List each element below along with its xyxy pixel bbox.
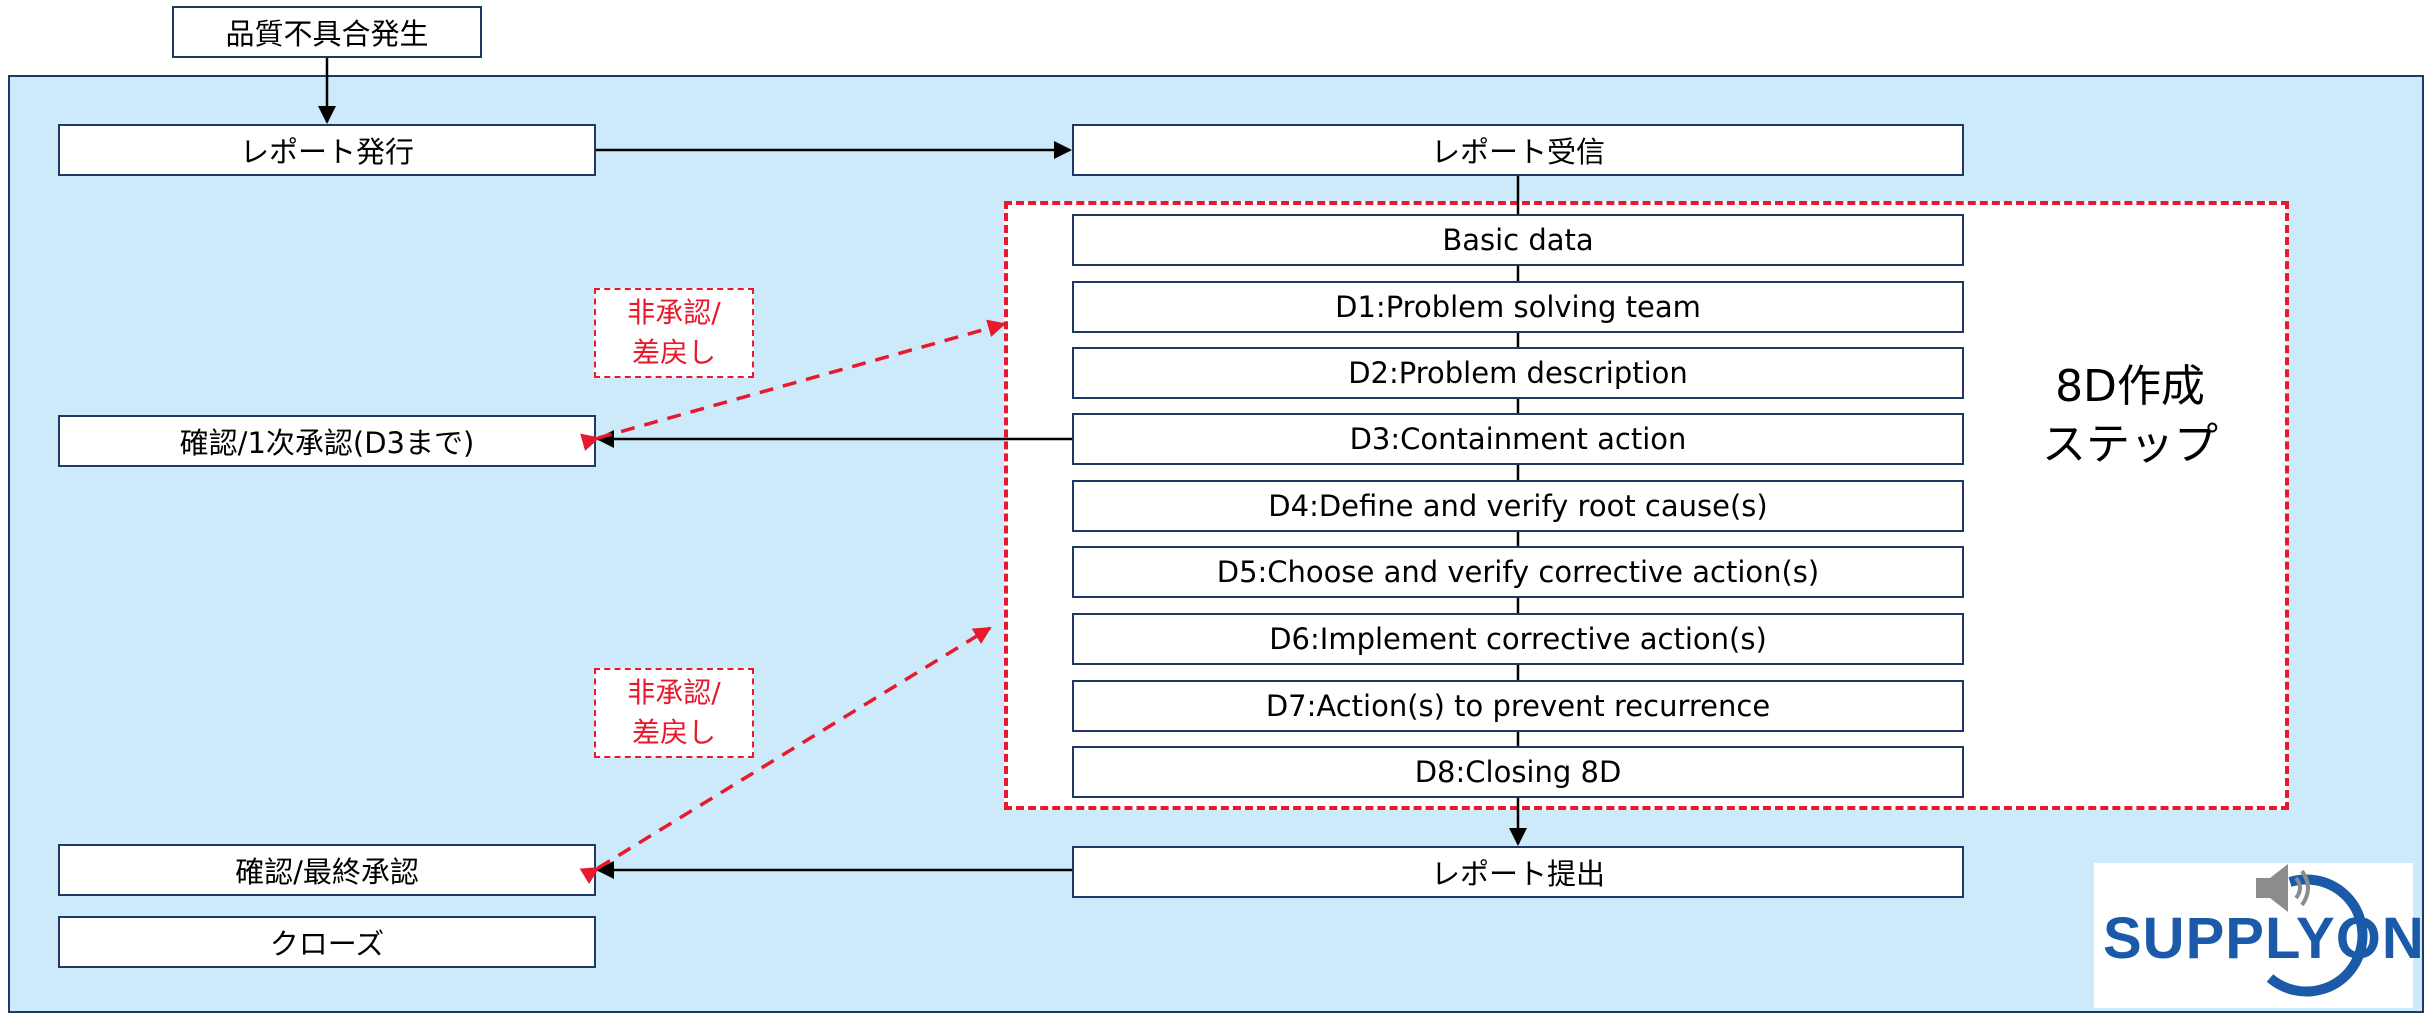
quality-defect-box: 品質不具合発生 bbox=[172, 6, 482, 58]
receive-report-box: レポート受信 bbox=[1072, 124, 1964, 176]
reject-arrow-upper bbox=[580, 319, 1006, 451]
step-d4: D4:Define and verify root cause(s) bbox=[1072, 480, 1964, 532]
step-basic-data: Basic data bbox=[1072, 214, 1964, 266]
8d-steps-label-line2: ステップ bbox=[2042, 419, 2218, 470]
8d-steps-label: 8D作成 ステップ bbox=[2040, 358, 2220, 474]
logo-ring-icon bbox=[2266, 874, 2368, 997]
step-d7: D7:Action(s) to prevent recurrence bbox=[1072, 680, 1964, 732]
step-d8: D8:Closing 8D bbox=[1072, 746, 1964, 798]
issue-report-box: レポート発行 bbox=[58, 124, 596, 176]
speaker-icon[interactable] bbox=[2248, 858, 2318, 918]
supplyon-logo-text: SUPPLYON bbox=[2103, 906, 2425, 971]
step-d1: D1:Problem solving team bbox=[1072, 281, 1964, 333]
step-d2: D2:Problem description bbox=[1072, 347, 1964, 399]
step-d6: D6:Implement corrective action(s) bbox=[1072, 613, 1964, 665]
step-d5: D5:Choose and verify corrective action(s… bbox=[1072, 546, 1964, 598]
submit-report-box: レポート提出 bbox=[1072, 846, 1964, 898]
close-box: クローズ bbox=[58, 916, 596, 968]
first-approval-box: 確認/1次承認(D3まで) bbox=[58, 415, 596, 467]
step-d3: D3:Containment action bbox=[1072, 413, 1964, 465]
reject-arrow-lower bbox=[579, 626, 992, 885]
8d-steps-label-line1: 8D作成 bbox=[2055, 361, 2205, 412]
final-approval-box: 確認/最終承認 bbox=[58, 844, 596, 896]
